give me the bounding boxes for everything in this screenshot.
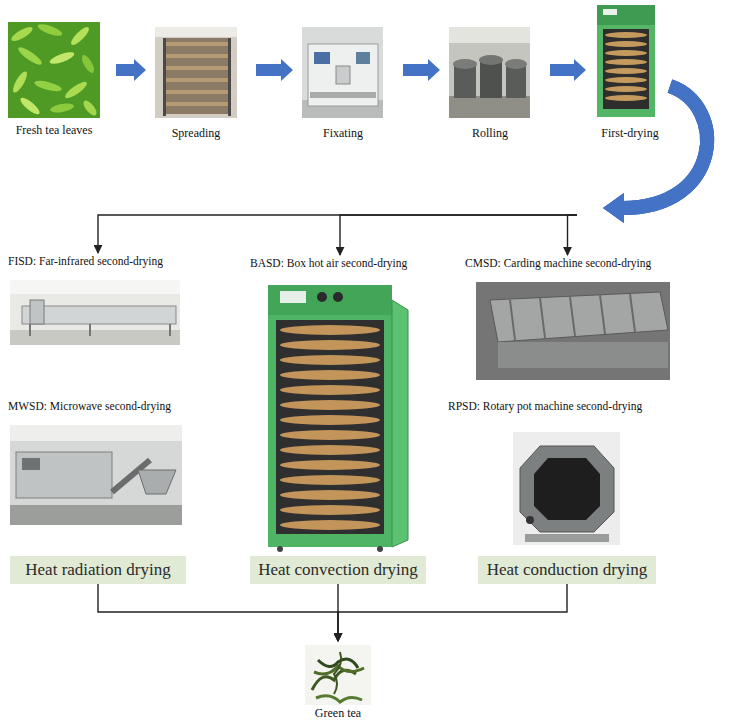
carding-machine-photo: [476, 282, 670, 380]
category-band: Heat conduction drying: [478, 556, 656, 584]
flow-connector: [98, 86, 707, 253]
fresh-leaves-photo: [8, 22, 100, 118]
process-step: Rolling: [444, 25, 536, 141]
flow-connector: [116, 59, 146, 81]
category-label: Heat conduction drying: [487, 560, 648, 580]
category-label: Heat radiation drying: [25, 560, 170, 580]
flow-connector: [98, 584, 338, 641]
flow-connector: [568, 86, 708, 255]
process-step: FISD: Far-infrared second-drying: [8, 255, 188, 347]
spreading-photo: [155, 27, 237, 118]
category-band: Heat convection drying: [250, 556, 426, 584]
step-caption: Spreading: [172, 127, 221, 141]
process-step: Spreading: [150, 25, 242, 141]
flow-connector: [340, 86, 707, 255]
flow-connector: [403, 59, 440, 81]
box-hot-air-photo: [268, 285, 408, 552]
process-step: Green tea: [300, 643, 376, 721]
flow-connector: [338, 584, 567, 641]
process-step: RPSD: Rotary pot machine second-drying: [448, 400, 673, 547]
step-caption: CMSD: Carding machine second-drying: [465, 257, 651, 270]
step-caption: MWSD: Microwave second-drying: [8, 400, 171, 413]
step-caption: RPSD: Rotary pot machine second-drying: [448, 400, 642, 413]
step-caption: Fresh tea leaves: [16, 124, 93, 138]
process-step: Fixating: [297, 25, 389, 141]
process-step: MWSD: Microwave second-drying: [8, 400, 188, 527]
first-drying-photo: [597, 5, 655, 117]
process-step: Fresh tea leaves: [6, 20, 102, 138]
process-step: BASD: Box hot air second-drying: [250, 257, 430, 552]
flow-connector: [256, 59, 293, 81]
category-label: Heat convection drying: [258, 560, 418, 580]
rotary-pot-photo: [513, 432, 620, 545]
step-caption: BASD: Box hot air second-drying: [250, 257, 407, 270]
category-band: Heat radiation drying: [10, 556, 186, 584]
step-caption: FISD: Far-infrared second-drying: [8, 255, 163, 268]
step-caption: Rolling: [472, 127, 508, 141]
microwave-photo: [10, 425, 182, 525]
rolling-photo: [449, 27, 530, 118]
flow-connector: [550, 59, 586, 81]
process-step: First-drying: [590, 4, 670, 141]
step-caption: Green tea: [315, 707, 361, 721]
step-caption: First-drying: [601, 127, 658, 141]
far-infrared-photo: [10, 280, 180, 345]
process-step: CMSD: Carding machine second-drying: [465, 257, 670, 382]
fixating-photo: [302, 27, 383, 118]
green-tea-photo: [305, 645, 371, 705]
step-caption: Fixating: [323, 127, 363, 141]
